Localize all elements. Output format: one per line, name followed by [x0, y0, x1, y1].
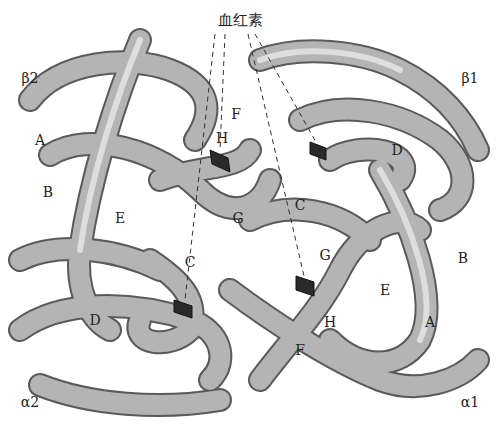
part-label: G [232, 211, 243, 225]
part-label: β1 [461, 71, 478, 85]
part-label: D [89, 313, 100, 327]
part-label: C [295, 198, 306, 212]
part-label: B [458, 251, 468, 265]
part-label: H [324, 315, 336, 329]
part-label: A [35, 133, 45, 147]
part-label: D [391, 143, 402, 157]
part-label: F [231, 107, 241, 121]
part-label: α1 [461, 395, 479, 409]
part-label: G [319, 248, 330, 262]
callout-label: 血红素 [218, 13, 263, 28]
part-label: H [216, 131, 228, 145]
part-label: C [185, 255, 196, 269]
part-label: B [43, 185, 53, 199]
part-label: α2 [21, 395, 39, 409]
part-label: F [295, 343, 305, 357]
part-label: E [380, 283, 390, 297]
part-label: E [115, 211, 125, 225]
part-label: β2 [21, 71, 38, 85]
part-label: A [425, 315, 435, 329]
